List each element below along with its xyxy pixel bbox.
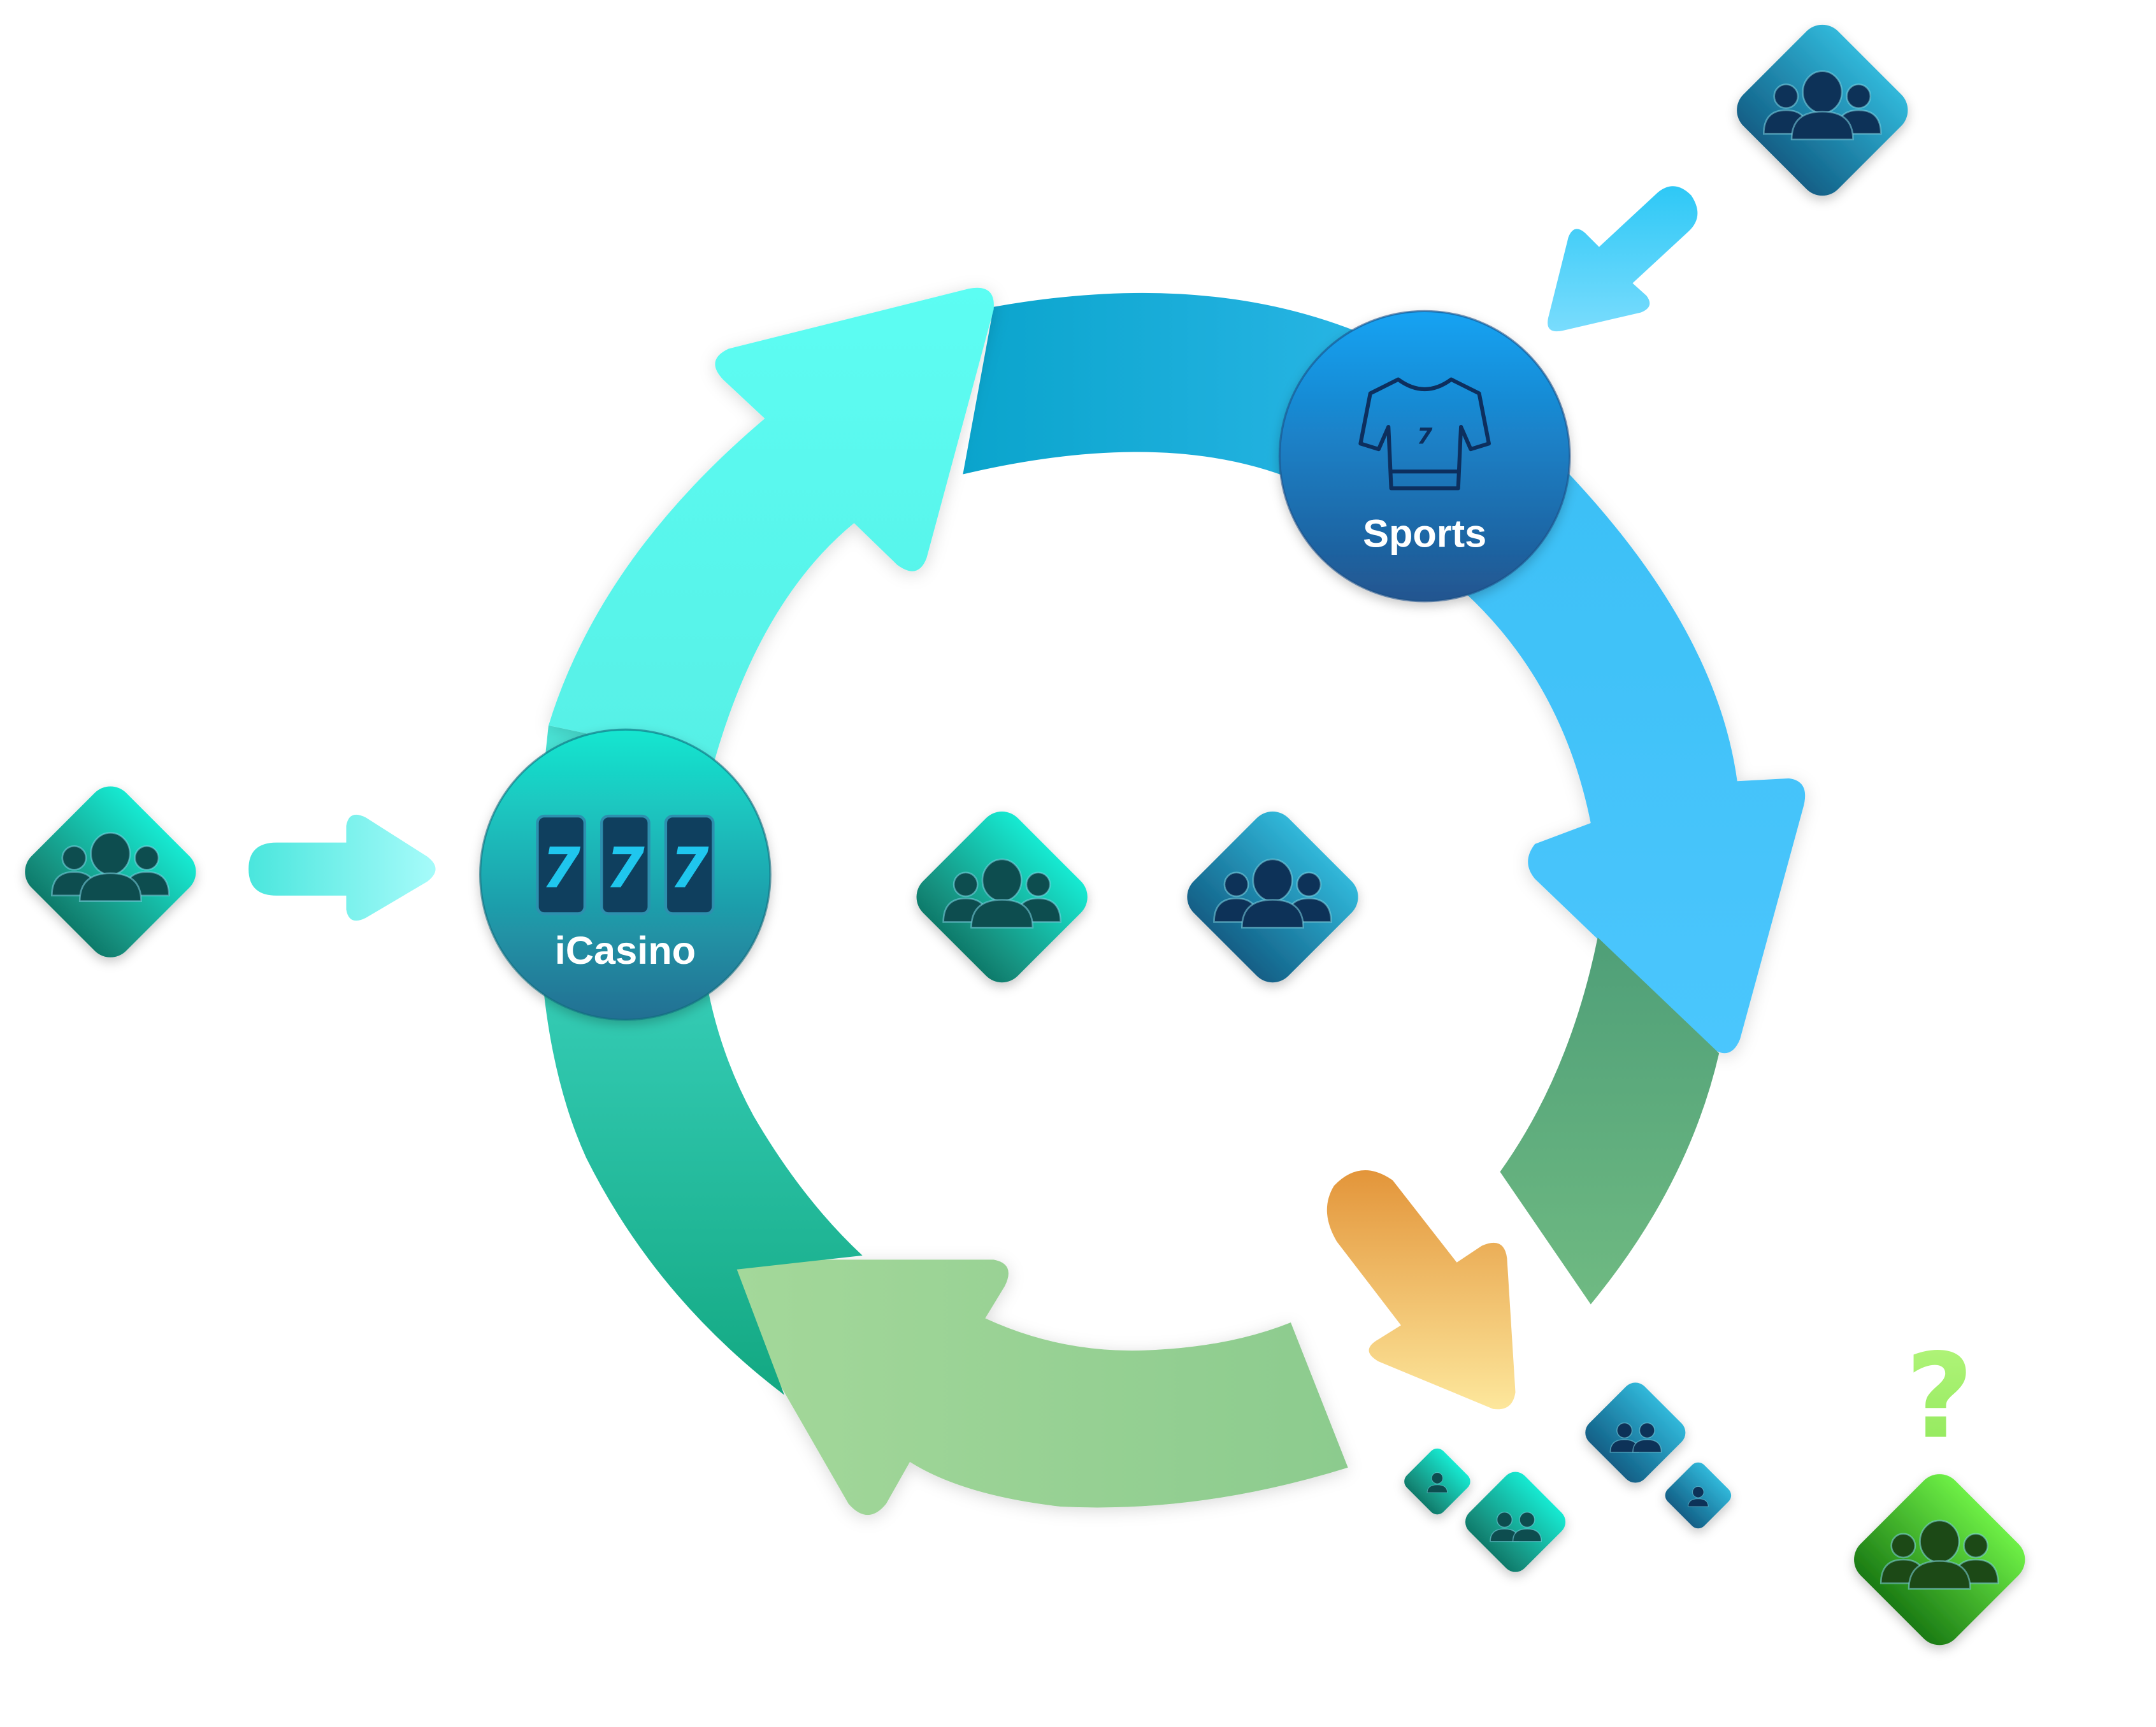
user-group-diamond-green	[1844, 1465, 2034, 1654]
cycle-arrow-top-left	[548, 287, 994, 761]
cycle-arc-bottom-right	[1500, 937, 1720, 1305]
small-user-diamond-2	[1460, 1466, 1571, 1578]
cycle-arrow-right	[1465, 467, 1806, 1054]
slot-reel-2: 7	[606, 836, 645, 901]
slot-reel-1: 7	[542, 836, 580, 901]
jersey-icon: 7	[1358, 377, 1491, 491]
question-mark-icon: ?	[1906, 1329, 1974, 1465]
icasino-label: iCasino	[555, 928, 696, 972]
entry-arrow-left	[248, 814, 436, 921]
small-user-diamond-3	[1579, 1377, 1691, 1489]
jersey-number: 7	[1417, 423, 1433, 449]
entry-arrow-top-right	[1548, 186, 1698, 332]
user-group-diamond-left	[15, 777, 206, 967]
user-group-diamond-top-right	[1727, 15, 1917, 205]
slot-reel-3: 7	[670, 836, 709, 901]
sports-node	[1278, 310, 1571, 603]
sports-label: Sports	[1363, 511, 1486, 555]
user-group-diamond-center-sports	[1177, 802, 1368, 992]
cycle-arrow-bottom	[722, 1259, 1348, 1516]
user-group-diamond-center-casino	[907, 802, 1097, 992]
churn-arrow	[1326, 1170, 1516, 1410]
small-user-diamond-1	[1400, 1445, 1474, 1518]
small-user-diamond-4	[1662, 1459, 1735, 1532]
slot-machine-icon: 7 7 7	[536, 814, 715, 915]
